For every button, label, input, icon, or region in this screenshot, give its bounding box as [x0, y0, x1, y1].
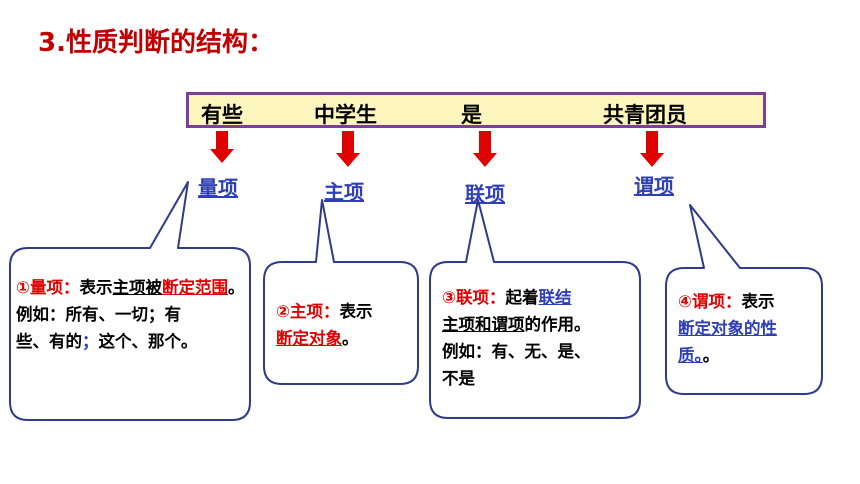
arrow-down-icon [640, 131, 664, 167]
callout-quantifier [9, 181, 251, 421]
arrow-down-icon [210, 131, 234, 163]
callout-predicate [665, 204, 823, 395]
sentence-bar: 有些 中学生 是 共青团员 [186, 92, 766, 128]
callout-copula [429, 199, 641, 419]
sentence-copula: 是 [461, 103, 482, 127]
predicate-description: ④谓项：表示 断定对象的性 质。。 [678, 292, 777, 365]
subject-description: ②主项：表示 断定对象。 [276, 302, 373, 348]
term-predicate: 谓项 [634, 174, 674, 198]
term-quantifier: 量项 [198, 176, 238, 200]
quantifier-description: ①量项：表示主项被断定范围。 例如：所有、一切；有 些、有的；这个、那个。 [16, 274, 248, 355]
term-copula: 联项 [465, 182, 505, 206]
page-title: 3.性质判断的结构： [38, 28, 274, 58]
quantifier-number-label: ①量项： [16, 278, 80, 297]
sentence-subject: 中学生 [314, 103, 377, 127]
copula-example-1: 例如：有、无、是、 [442, 342, 591, 361]
predicate-number-label: ④谓项： [678, 292, 742, 311]
arrow-down-icon [336, 131, 360, 167]
sentence-quantifier: 有些 [201, 103, 243, 127]
subject-number-label: ②主项： [276, 302, 340, 321]
copula-number-label: ③联项： [442, 288, 506, 307]
arrow-down-icon [473, 131, 497, 167]
quantifier-example-1: 例如：所有、一切；有 [16, 305, 181, 324]
copula-description: ③联项：起着联结 主项和谓项的作用。 例如：有、无、是、 不是 [442, 284, 638, 392]
copula-example-2: 不是 [442, 369, 475, 388]
quantifier-example-2a: 些、有的 [16, 332, 82, 351]
callout-subject [263, 199, 419, 385]
term-subject: 主项 [324, 180, 364, 204]
sentence-predicate: 共青团员 [603, 103, 687, 127]
